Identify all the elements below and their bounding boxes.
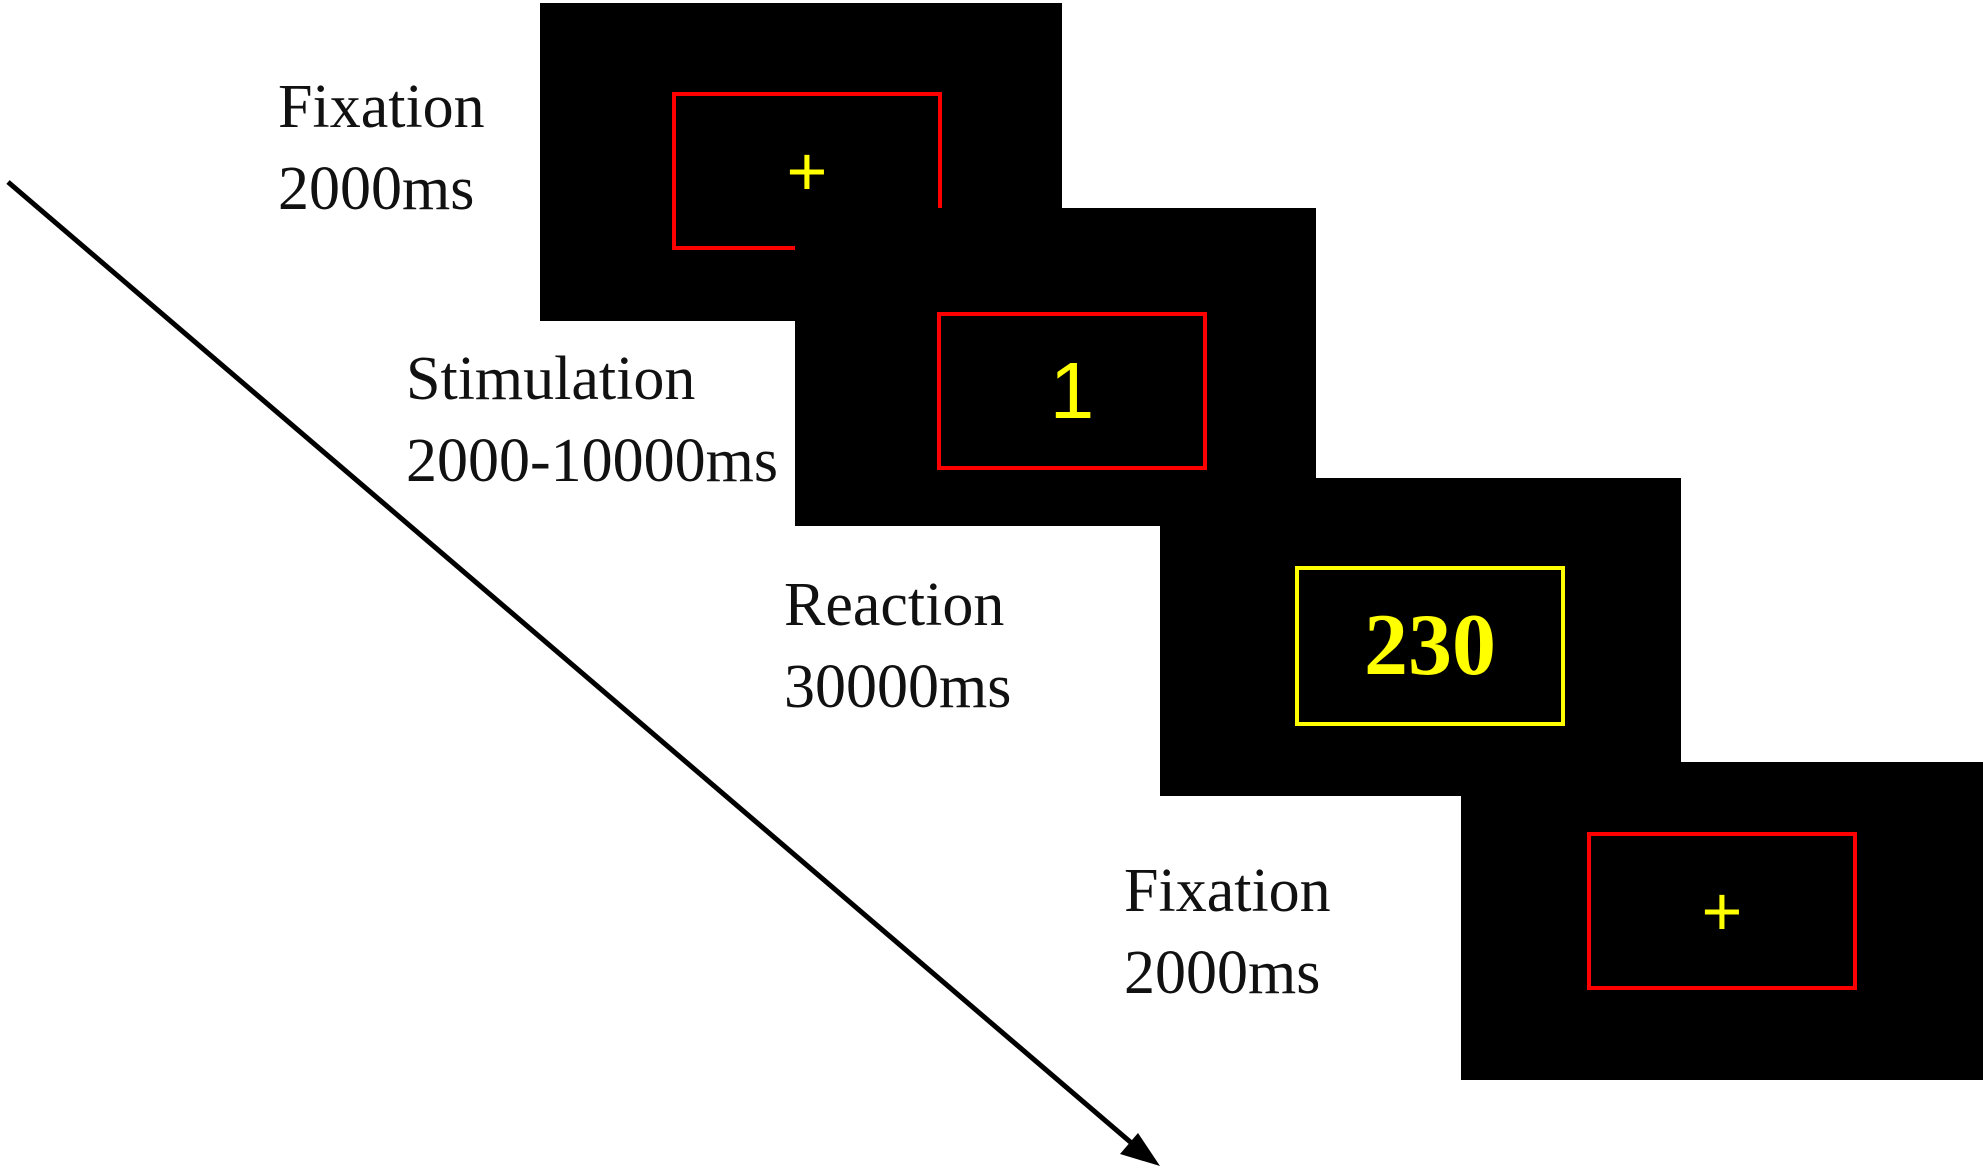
fixation-cross: + [786, 132, 828, 210]
arrow-shaft [6, 180, 1144, 1154]
step-duration: 30000ms [784, 653, 1012, 721]
step-name: Fixation [278, 73, 485, 141]
stimulus-frame: + [1587, 832, 1857, 990]
screen-reaction: 230 [1160, 478, 1681, 796]
step-name: Reaction [784, 571, 1005, 639]
step-name: Fixation [1124, 857, 1331, 925]
stimulus-digit: 1 [1049, 346, 1095, 435]
response-value: 230 [1364, 597, 1496, 694]
step-label-fixation-2: Fixation 2000ms [1124, 850, 1331, 1014]
step-duration: 2000ms [278, 155, 475, 223]
screen-stimulation: 1 [795, 208, 1316, 526]
step-label-reaction: Reaction 30000ms [784, 564, 1011, 728]
screen-fixation-2: + [1461, 762, 1983, 1080]
response-frame: 230 [1295, 566, 1565, 726]
stimulus-frame: 1 [937, 312, 1207, 470]
arrow-down-right-icon [1120, 1133, 1160, 1166]
fixation-cross: + [1701, 872, 1743, 950]
step-name: Stimulation [406, 345, 696, 413]
step-duration: 2000ms [1124, 939, 1321, 1007]
step-label-fixation-1: Fixation 2000ms [278, 66, 485, 230]
step-duration: 2000-10000ms [406, 427, 778, 495]
step-label-stimulation: Stimulation 2000-10000ms [406, 338, 778, 502]
